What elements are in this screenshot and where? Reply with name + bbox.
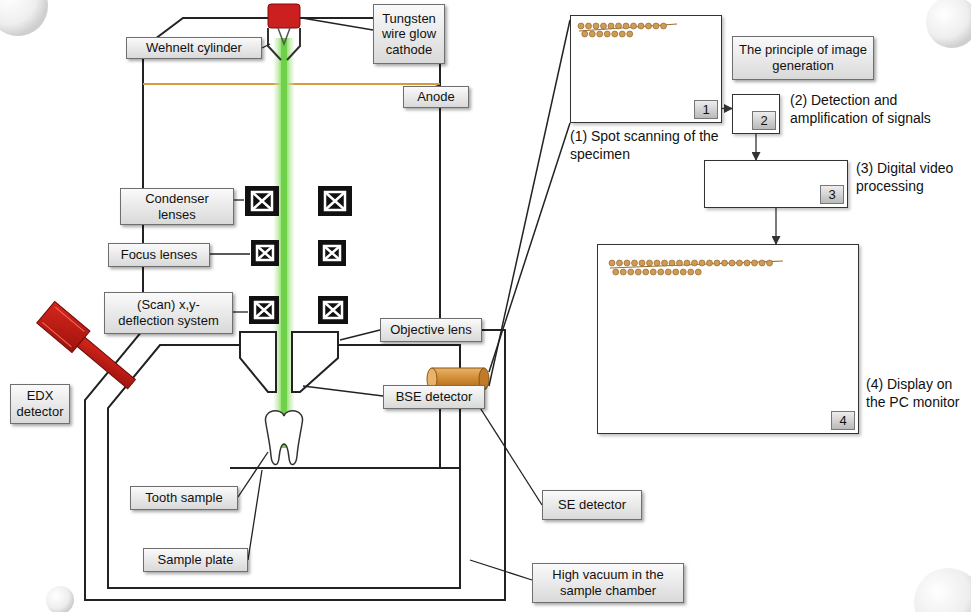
- bubble: [46, 586, 74, 612]
- step-label: (2) Detection and amplification of signa…: [790, 92, 965, 127]
- label-box: Focus lenses: [108, 243, 210, 267]
- column-housing: [85, 18, 505, 600]
- part-label: EDX detector: [16, 388, 64, 419]
- cathode-holder: [268, 4, 300, 28]
- step-label: (3) Digital video processing: [856, 160, 968, 195]
- bubble: [0, 0, 48, 36]
- zoom-line: [489, 123, 570, 372]
- label-box: Tooth sample: [130, 486, 238, 510]
- sample-plate: [230, 467, 460, 469]
- scan-panel: 1: [570, 15, 722, 123]
- objective-lens: [292, 332, 338, 392]
- part-label: BSE detector: [396, 389, 473, 405]
- label-box: Anode: [403, 86, 469, 108]
- label-box: Objective lens: [380, 318, 482, 342]
- label-box: The principle of image generation: [732, 36, 874, 80]
- label-box: BSE detector: [383, 385, 485, 409]
- part-label: Objective lens: [390, 322, 472, 338]
- zoom-line: [489, 20, 570, 386]
- callout-number: 1: [694, 100, 718, 119]
- part-label: Wehnelt cylinder: [146, 40, 242, 56]
- bubble: [926, 0, 971, 48]
- part-label: Tungsten wire glow cathode: [379, 11, 439, 58]
- bubble: [914, 568, 971, 612]
- tungsten-filament: [278, 28, 290, 44]
- part-label: Condenser lenses: [126, 191, 228, 222]
- label-box: High vacuum in the sample chamber: [532, 563, 684, 603]
- specimen-trace: [598, 245, 797, 282]
- part-label: Sample plate: [158, 552, 234, 568]
- flow-arrow: [722, 108, 732, 109]
- objective-lens: [240, 332, 276, 392]
- step-label: (1) Spot scanning of the specimen: [570, 128, 735, 163]
- lens-symbols: [245, 186, 352, 324]
- detector-panel: 2: [732, 94, 780, 134]
- callout-number: 4: [831, 411, 855, 430]
- part-label: (Scan) x,y- deflection system: [110, 297, 227, 328]
- label-box: SE detector: [542, 490, 642, 520]
- label-box: (Scan) x,y- deflection system: [104, 292, 233, 334]
- part-label: SE detector: [558, 497, 626, 513]
- label-box: Condenser lenses: [120, 188, 234, 225]
- callout-number: 3: [820, 185, 844, 204]
- flow-arrow: [775, 208, 776, 244]
- leader-lines: [210, 18, 542, 580]
- part-label: Anode: [417, 89, 455, 105]
- part-label: Tooth sample: [145, 490, 222, 506]
- tooth-illustration: [265, 411, 302, 465]
- label-box: Wehnelt cylinder: [126, 37, 262, 59]
- part-label: The principle of image generation: [738, 42, 868, 73]
- label-box: Tungsten wire glow cathode: [373, 4, 445, 64]
- label-box: Sample plate: [143, 548, 248, 572]
- label-box: EDX detector: [10, 384, 70, 424]
- processing-panel: 3: [704, 160, 848, 208]
- electron-beam-core: [281, 38, 287, 448]
- part-label: Focus lenses: [121, 247, 198, 263]
- specimen-trace: [571, 16, 691, 44]
- step-label: (4) Display on the PC monitor: [866, 376, 968, 411]
- monitor-panel: 4: [597, 244, 859, 434]
- part-label: High vacuum in the sample chamber: [538, 567, 678, 598]
- flow-arrow: [755, 134, 756, 160]
- callout-number: 2: [752, 111, 776, 130]
